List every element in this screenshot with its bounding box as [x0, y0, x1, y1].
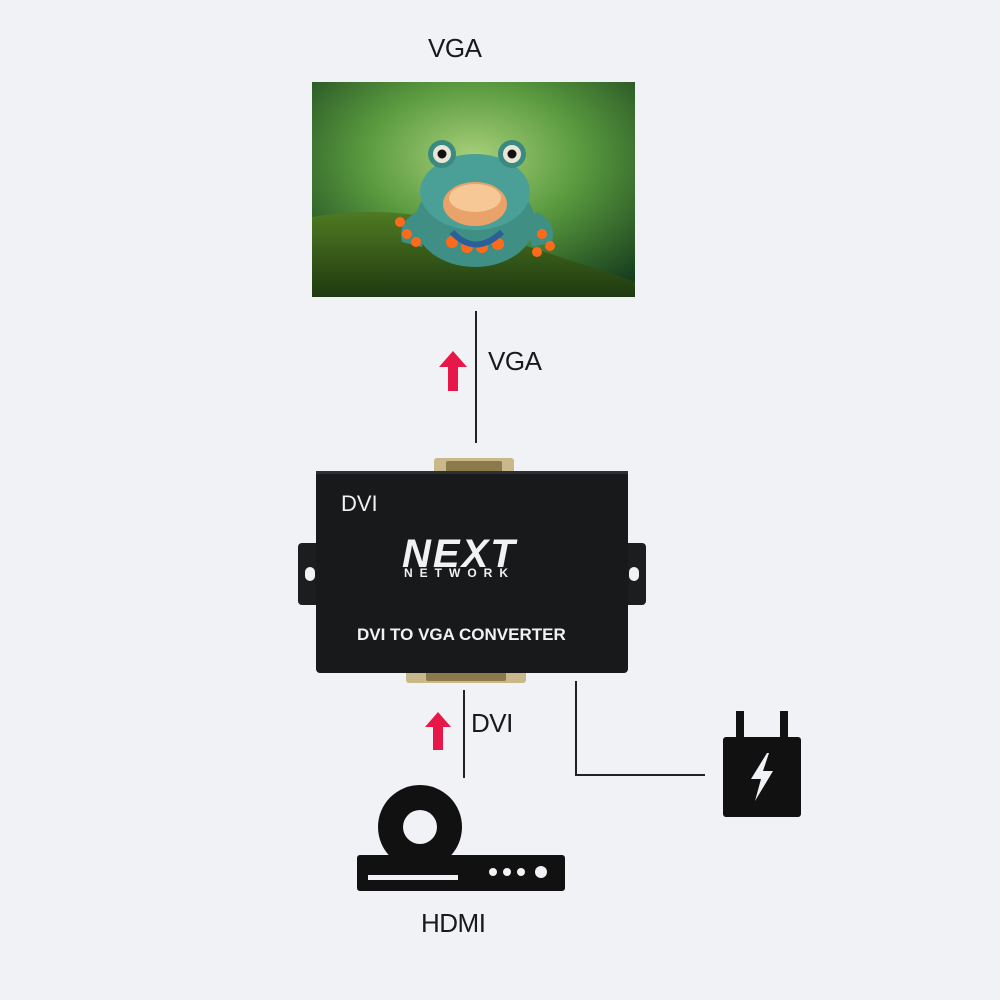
source-label: HDMI — [421, 908, 486, 938]
dvi-cable-line — [463, 690, 465, 778]
converter-port-label: DVI — [341, 491, 378, 516]
product-name: DVI TO VGA CONVERTER — [357, 625, 566, 644]
power-adapter-icon — [721, 711, 803, 819]
input-arrow-icon — [425, 712, 451, 750]
vga-cable-line — [475, 311, 477, 443]
power-cable-horizontal — [575, 774, 705, 776]
brand-logo: NEXT — [402, 532, 517, 576]
frog-image — [312, 82, 635, 297]
monitor-label: VGA — [428, 33, 482, 63]
power-cable-vertical — [575, 681, 577, 776]
input-link-label: DVI — [471, 708, 513, 738]
output-arrow-icon — [439, 351, 467, 391]
converter-device — [296, 455, 648, 683]
display-screen — [312, 82, 635, 297]
dvd-player-icon — [355, 785, 567, 891]
output-link-label: VGA — [488, 346, 542, 376]
brand-sub: NETWORK — [404, 566, 515, 580]
